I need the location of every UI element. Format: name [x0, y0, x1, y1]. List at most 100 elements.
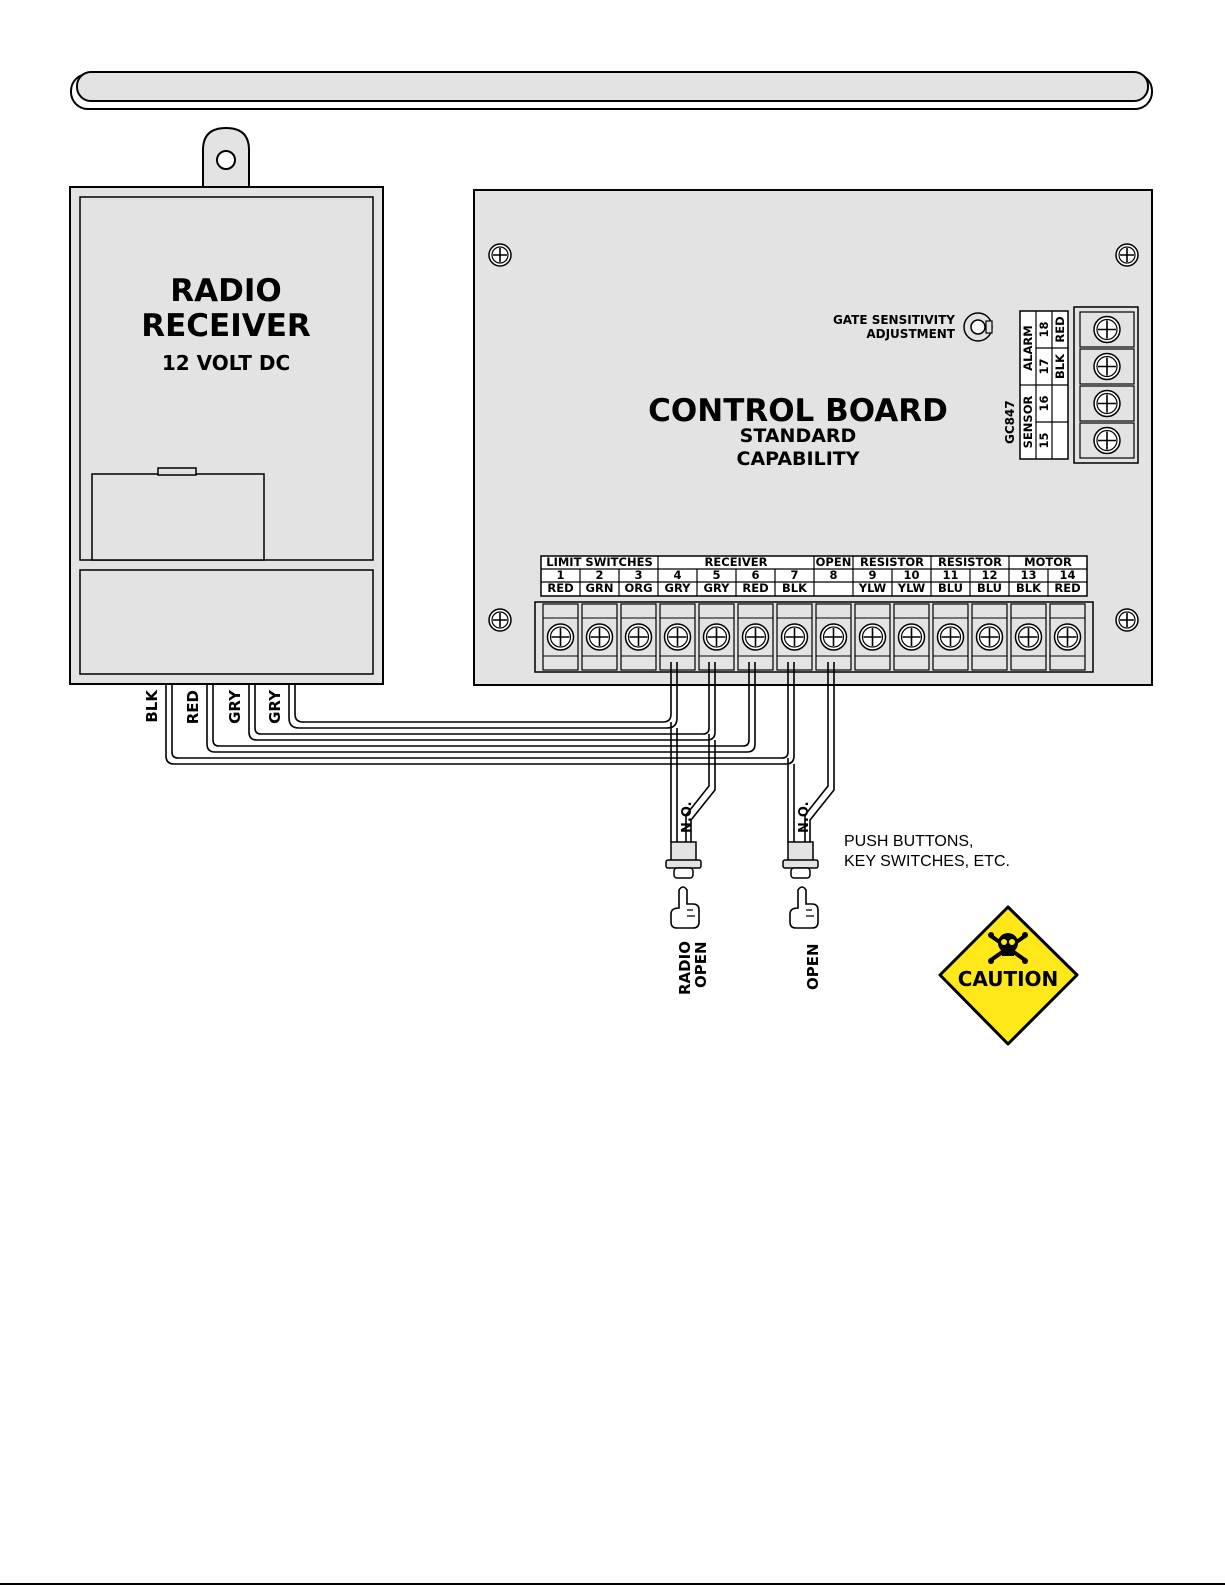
terminal-number: 10	[903, 568, 919, 582]
terminal-number: 4	[673, 568, 681, 582]
wire-red-inner	[212, 662, 750, 747]
switch2-lead-b-inner	[804, 662, 829, 842]
switch-open-contact: N.O.	[797, 801, 812, 833]
terminal-wire-color: ORG	[624, 581, 652, 595]
side-terminal-screw-icon[interactable]	[1093, 352, 1121, 381]
side-terminal-screw-icon[interactable]	[1093, 426, 1121, 455]
board-subtitle-line1: STANDARD	[740, 425, 857, 447]
terminal-screw-icon[interactable]	[780, 623, 809, 651]
wire-red	[206, 662, 756, 753]
sensitivity-label-line2: ADJUSTMENT	[866, 327, 955, 341]
receiver-wire-label: BLK	[143, 689, 161, 723]
terminal-screw-icon[interactable]	[546, 623, 575, 651]
switch2-lead-b	[809, 662, 835, 842]
pointing-hand-icon	[670, 886, 700, 929]
receiver-wire-label: GRY	[226, 689, 244, 724]
terminal-wire-color: BLK	[1016, 581, 1042, 595]
terminal-wire-color: RED	[1054, 581, 1080, 595]
terminal-group-label: OPEN	[816, 555, 852, 569]
side-terminal-number: 18	[1037, 321, 1051, 337]
terminal-number: 1	[556, 568, 564, 582]
side-terminal-number: 16	[1037, 395, 1051, 411]
terminal-number: 12	[981, 568, 997, 582]
receiver-wire-label: RED	[184, 690, 202, 724]
pointing-hand-icon	[789, 886, 819, 929]
terminal-screw-icon[interactable]	[585, 623, 614, 651]
control-board: CONTROL BOARD STANDARD CAPABILITY GATE S…	[473, 189, 1153, 686]
switch-radio-open-label-line1: RADIO	[676, 941, 694, 995]
screw-icon	[488, 243, 512, 267]
wire-blk	[165, 662, 795, 765]
terminal-wire-color: RED	[742, 581, 768, 595]
switch-open[interactable]: N.O. OPEN	[782, 801, 822, 990]
terminal-screw-icon[interactable]	[741, 623, 770, 651]
terminal-screw-icon[interactable]	[1014, 623, 1043, 651]
screw-icon	[488, 608, 512, 632]
terminal-wire-color: BLU	[938, 581, 963, 595]
board-subtitle-line2: CAPABILITY	[737, 448, 860, 470]
terminal-number: 14	[1059, 568, 1075, 582]
switch-radio-open[interactable]: N.O. RADIO OPEN	[665, 801, 710, 995]
side-terminal-number: 15	[1037, 432, 1051, 448]
header-bar	[70, 71, 1153, 110]
terminal-number: 7	[790, 568, 798, 582]
terminal-group-label: LIMIT SWITCHES	[546, 555, 652, 569]
receiver-wire-labels: BLK RED GRY GRY	[143, 689, 284, 725]
screw-icon	[1115, 608, 1139, 632]
receiver-title-line1: RADIO	[170, 273, 281, 309]
terminal-wire-color: YLW	[897, 581, 926, 595]
terminal-screw-icon[interactable]	[858, 623, 887, 651]
terminal-group-label: MOTOR	[1024, 555, 1072, 569]
terminal-screw-icon[interactable]	[1053, 623, 1082, 651]
wires	[165, 662, 835, 842]
terminal-number: 2	[595, 568, 603, 582]
caution-sign: CAUTION	[938, 905, 1079, 1046]
receiver-subtitle: 12 VOLT DC	[162, 351, 290, 375]
terminal-wire-color: BLK	[782, 581, 808, 595]
caution-label: CAUTION	[958, 967, 1059, 991]
terminal-screw-icon[interactable]	[624, 623, 653, 651]
terminal-wire-color: GRN	[586, 581, 614, 595]
wire-gry-2	[248, 662, 716, 741]
side-terminal-screw-icon[interactable]	[1093, 389, 1121, 418]
terminal-wire-color: GRY	[704, 581, 731, 595]
terminal-wire-color: YLW	[858, 581, 887, 595]
terminal-screw-icon[interactable]	[975, 623, 1004, 651]
terminal-screw-icon[interactable]	[702, 623, 731, 651]
side-group-label: ALARM	[1021, 325, 1035, 370]
wire-gry-2-inner	[254, 662, 710, 735]
receiver-title-line2: RECEIVER	[141, 308, 311, 344]
switch-radio-open-label-line2: OPEN	[692, 941, 710, 988]
terminal-group-label: RESISTOR	[860, 555, 924, 569]
sensitivity-label-line1: GATE SENSITIVITY	[833, 313, 955, 327]
terminal-number: 8	[829, 568, 837, 582]
switch1-lead-b-inner	[685, 734, 710, 842]
terminal-number: 5	[712, 568, 720, 582]
terminal-group-label: RESISTOR	[938, 555, 1002, 569]
side-terminal-wire-color: BLK	[1053, 353, 1067, 379]
receiver-wire-label: GRY	[266, 689, 284, 724]
board-title: CONTROL BOARD	[648, 393, 948, 429]
terminal-number: 13	[1020, 568, 1036, 582]
switch-radio-open-contact: N.O.	[680, 801, 695, 833]
terminal-number: 6	[751, 568, 759, 582]
terminal-wire-color: RED	[547, 581, 573, 595]
board-model: GC847	[1003, 400, 1017, 444]
skull-crossbones-icon	[988, 932, 1028, 964]
terminal-wire-color: GRY	[665, 581, 692, 595]
sensitivity-knob[interactable]	[963, 312, 993, 342]
side-terminal-number: 17	[1037, 358, 1051, 374]
terminal-screw-icon[interactable]	[819, 623, 848, 651]
terminal-screw-icon[interactable]	[897, 623, 926, 651]
side-group-label: SENSOR	[1021, 396, 1035, 449]
screw-icon	[1115, 243, 1139, 267]
switch1-lead-b	[690, 740, 716, 842]
terminal-wire-color: BLU	[977, 581, 1002, 595]
terminal-screw-icon[interactable]	[936, 623, 965, 651]
side-terminal-screw-icon[interactable]	[1093, 315, 1121, 344]
terminal-screw-icon[interactable]	[663, 623, 692, 651]
terminal-number: 3	[634, 568, 642, 582]
